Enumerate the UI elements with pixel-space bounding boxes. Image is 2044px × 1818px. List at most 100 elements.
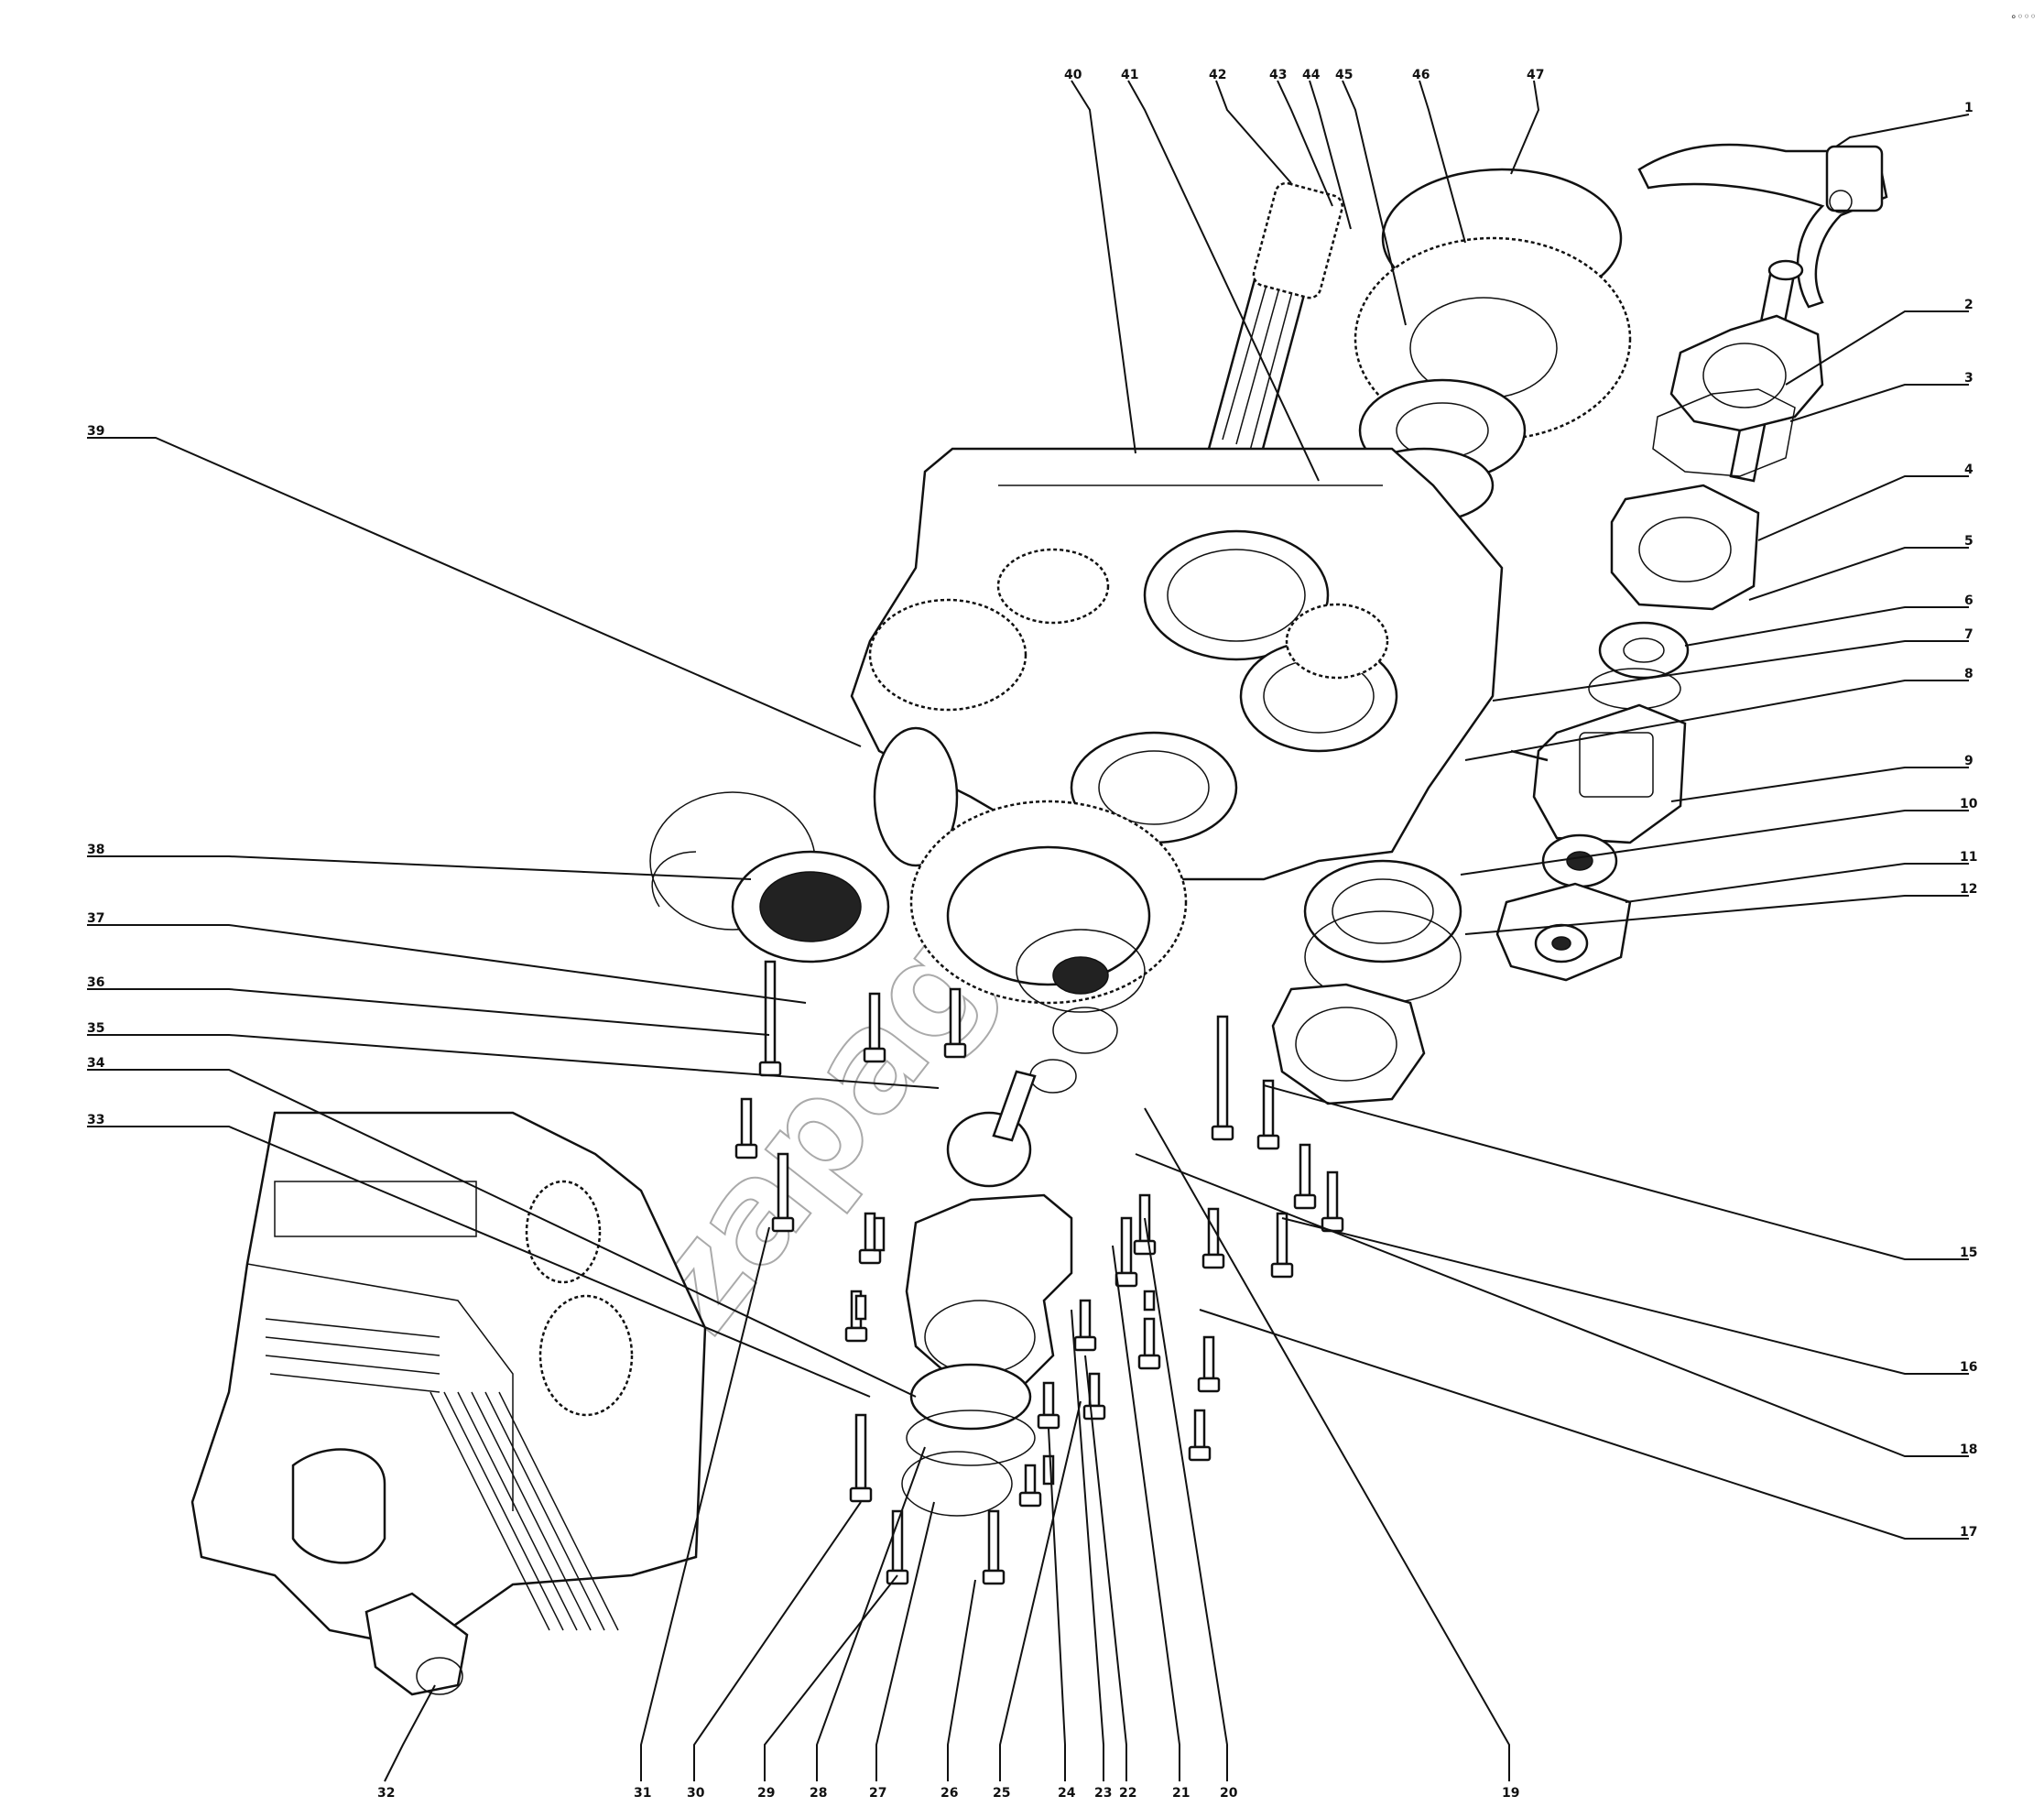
callout-45: 45 <box>1335 68 1353 82</box>
leader-39 <box>87 437 862 747</box>
callout-19: 19 <box>1502 1786 1519 1801</box>
callout-29: 29 <box>757 1786 775 1801</box>
callout-3: 3 <box>1964 371 1973 386</box>
leader-37 <box>87 924 807 1004</box>
leader-47 <box>1510 80 1540 175</box>
callout-44: 44 <box>1302 68 1321 82</box>
leader-21 <box>1112 1245 1180 1781</box>
callout-7: 7 <box>1964 627 1973 642</box>
leader-1 <box>1835 114 1970 147</box>
leader-43 <box>1277 80 1333 207</box>
part-seal-6 <box>1598 621 1690 680</box>
callout-42: 42 <box>1209 68 1226 82</box>
leader-42 <box>1215 80 1292 184</box>
part-small-housing <box>1495 882 1632 982</box>
leader-19 <box>1144 1107 1510 1781</box>
callout-12: 12 <box>1960 882 1977 897</box>
callout-10: 10 <box>1960 797 1978 811</box>
callout-47: 47 <box>1527 68 1544 82</box>
callout-39: 39 <box>87 424 104 439</box>
leader-44 <box>1309 80 1352 230</box>
part-gear-stack <box>1354 168 1632 524</box>
part-left-bearing <box>649 726 959 963</box>
leader-lines <box>87 80 1970 1782</box>
leader-18 <box>1135 1153 1969 1457</box>
callout-labels: 1 2 3 4 5 6 7 8 9 10 11 12 15 16 17 18 1… <box>87 68 1978 1801</box>
leader-38 <box>87 855 752 880</box>
part-main-shaft <box>1207 181 1344 464</box>
leader-28 <box>816 1446 926 1781</box>
leader-6 <box>1684 606 1969 647</box>
corner-mark: ∘◦◦◦ <box>2010 10 2037 23</box>
leader-2 <box>1785 310 1969 386</box>
leader-3 <box>1789 384 1969 422</box>
callout-35: 35 <box>87 1021 104 1036</box>
callout-38: 38 <box>87 843 104 857</box>
leader-30 <box>693 1501 862 1781</box>
leader-32 <box>384 1684 436 1782</box>
leader-24 <box>1048 1428 1066 1781</box>
callout-5: 5 <box>1964 534 1973 549</box>
leader-35 <box>87 1034 940 1089</box>
callout-15: 15 <box>1960 1246 1977 1260</box>
part-right-bearing <box>1271 859 1462 1105</box>
leader-15 <box>1263 1084 1969 1260</box>
leader-27 <box>875 1501 935 1781</box>
leader-11 <box>1625 863 1969 903</box>
leader-26 <box>947 1579 976 1781</box>
callout-20: 20 <box>1220 1786 1238 1801</box>
part-bolts <box>734 960 1344 1585</box>
callout-11: 11 <box>1960 850 1977 865</box>
leader-29 <box>764 1574 898 1781</box>
callout-32: 32 <box>377 1786 395 1801</box>
leader-36 <box>87 988 770 1036</box>
leader-25 <box>999 1400 1082 1781</box>
callout-18: 18 <box>1960 1442 1977 1457</box>
callout-37: 37 <box>87 911 104 926</box>
callout-23: 23 <box>1094 1786 1112 1801</box>
leader-8 <box>1464 680 1969 761</box>
part-central-gear <box>909 800 1188 1094</box>
leader-20 <box>1144 1217 1228 1781</box>
part-shift-fork <box>1637 143 1888 309</box>
callout-9: 9 <box>1964 754 1973 768</box>
part-lower-housing <box>901 1070 1073 1517</box>
leader-46 <box>1419 80 1466 244</box>
callout-34: 34 <box>87 1056 105 1071</box>
callout-46: 46 <box>1412 68 1430 82</box>
callout-31: 31 <box>634 1786 651 1801</box>
leader-23 <box>1071 1309 1104 1781</box>
leader-9 <box>1670 767 1969 802</box>
callout-26: 26 <box>940 1786 958 1801</box>
callout-40: 40 <box>1064 68 1082 82</box>
leader-17 <box>1199 1309 1969 1540</box>
callout-43: 43 <box>1269 68 1287 82</box>
callout-28: 28 <box>810 1786 827 1801</box>
callout-1: 1 <box>1964 101 1973 115</box>
part-oil-cooler <box>190 1111 707 1696</box>
part-pump <box>1510 703 1687 888</box>
callout-16: 16 <box>1960 1360 1977 1375</box>
callout-25: 25 <box>993 1786 1010 1801</box>
callout-6: 6 <box>1964 593 1973 608</box>
callout-17: 17 <box>1960 1525 1977 1540</box>
callout-33: 33 <box>87 1113 104 1127</box>
callout-30: 30 <box>687 1786 705 1801</box>
callout-27: 27 <box>869 1786 886 1801</box>
leader-40 <box>1071 80 1136 454</box>
leader-22 <box>1084 1355 1127 1781</box>
leader-10 <box>1460 810 1969 876</box>
leader-41 <box>1127 80 1320 482</box>
callout-4: 4 <box>1964 463 1973 477</box>
part-flange-cover <box>1652 314 1824 477</box>
part-housing-5 <box>1610 484 1760 611</box>
callout-41: 41 <box>1121 68 1138 82</box>
callout-8: 8 <box>1964 667 1973 681</box>
parts-artwork <box>190 143 1888 1696</box>
callout-21: 21 <box>1172 1786 1190 1801</box>
leader-5 <box>1748 547 1969 601</box>
leader-34 <box>87 1069 917 1398</box>
callout-2: 2 <box>1964 298 1973 312</box>
leader-4 <box>1757 475 1969 541</box>
part-gearbox-case <box>850 447 1504 881</box>
